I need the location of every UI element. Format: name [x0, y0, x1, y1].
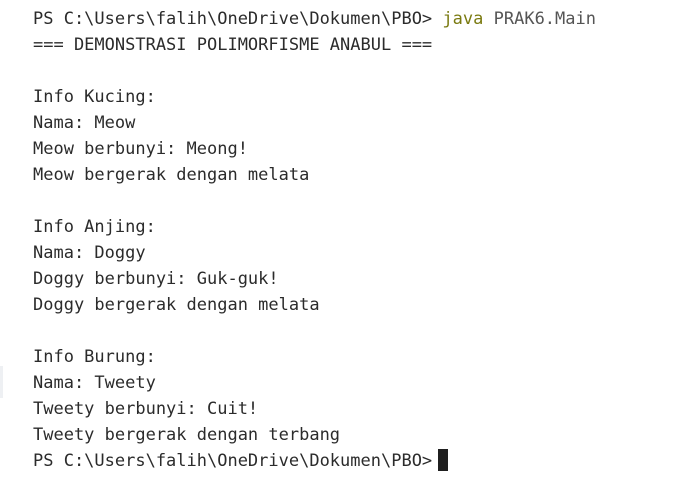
- output-line: [33, 58, 691, 84]
- text-cursor: [438, 448, 449, 471]
- command-keyword: java: [442, 9, 484, 29]
- output-line: Nama: Meow: [33, 113, 136, 133]
- output-line: Info Anjing:: [33, 217, 156, 237]
- command-args: PRAK6.Main: [493, 9, 596, 29]
- final-prompt-line[interactable]: PS C:\Users\falih\OneDrive\Dokumen\PBO>: [33, 448, 691, 474]
- output-line: Meow berbunyi: Meong!: [33, 139, 248, 159]
- output-line: [33, 188, 691, 214]
- output-line: Info Burung:: [33, 347, 156, 367]
- output-line: Doggy bergerak dengan melata: [33, 295, 320, 315]
- output-line: === DEMONSTRASI POLIMORFISME ANABUL ===: [33, 35, 433, 55]
- output-line: Doggy berbunyi: Guk-guk!: [33, 269, 279, 289]
- scroll-gutter-mark: [0, 366, 3, 398]
- final-prompt-text: PS C:\Users\falih\OneDrive\Dokumen\PBO>: [33, 451, 433, 471]
- prompt-text: PS C:\Users\falih\OneDrive\Dokumen\PBO>: [33, 9, 433, 29]
- output-line: Info Kucing:: [33, 87, 156, 107]
- output-line: Tweety berbunyi: Cuit!: [33, 399, 259, 419]
- output-line: Meow bergerak dengan melata: [33, 165, 310, 185]
- command-line: PS C:\Users\falih\OneDrive\Dokumen\PBO> …: [33, 6, 691, 32]
- output-line: Tweety bergerak dengan terbang: [33, 425, 341, 445]
- output-line: Nama: Tweety: [33, 373, 156, 393]
- output-line: [33, 318, 691, 344]
- output-line: Nama: Doggy: [33, 243, 146, 263]
